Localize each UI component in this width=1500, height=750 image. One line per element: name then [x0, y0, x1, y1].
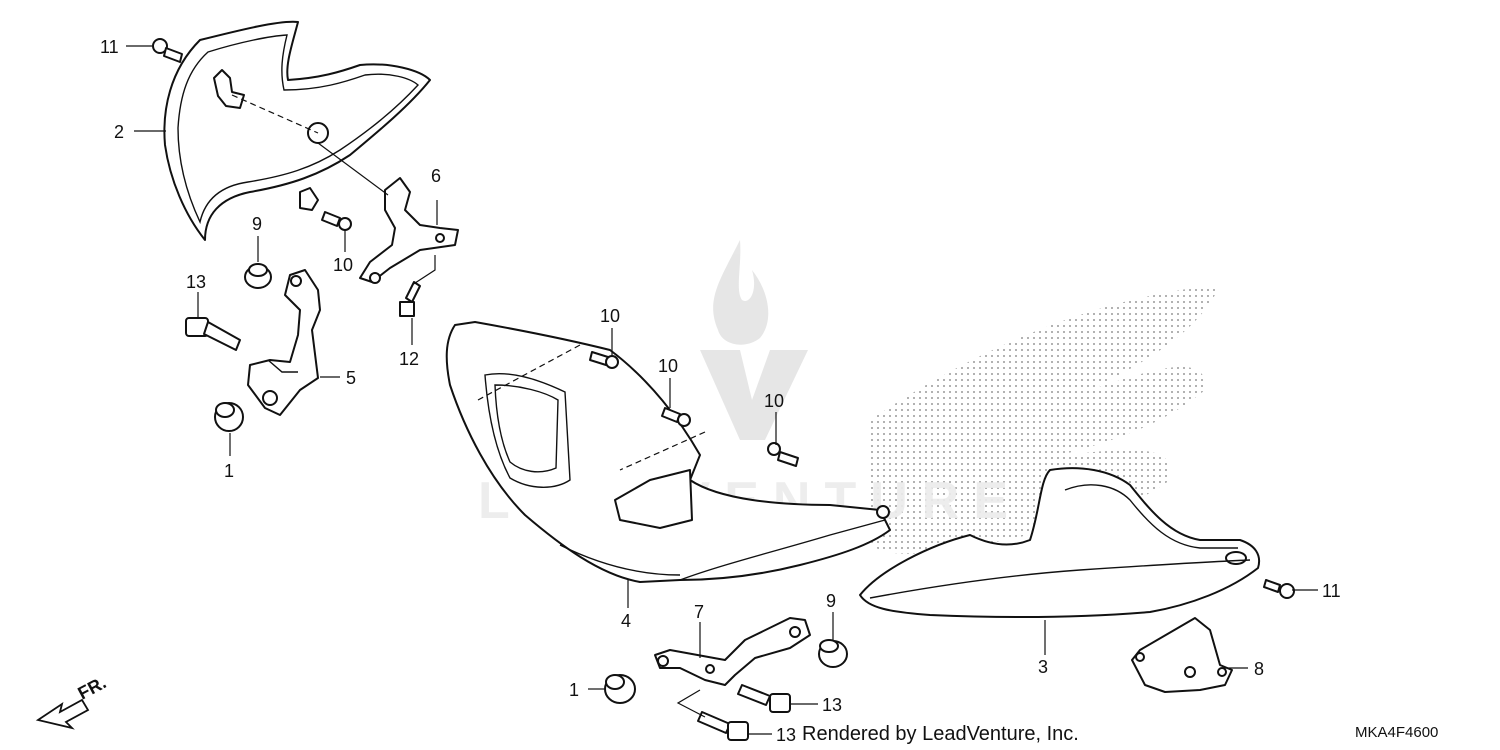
callout-11-top: 11	[100, 37, 119, 57]
callout-13-bottom: 13	[776, 725, 796, 745]
part-9-grommet-b[interactable]	[818, 639, 848, 668]
front-indicator-label: FR.	[74, 672, 109, 703]
part-1-grommet-a[interactable]	[214, 402, 244, 432]
callout-13-top: 13	[186, 272, 206, 292]
callout-10-a: 10	[333, 255, 353, 275]
part-10-screw-d[interactable]	[767, 442, 799, 467]
callout-10-b: 10	[600, 306, 620, 326]
part-10-screw-b[interactable]	[589, 351, 619, 369]
part-12-bolt[interactable]	[399, 281, 421, 317]
front-arrow-icon: FR.	[35, 672, 109, 730]
callout-12: 12	[399, 349, 419, 369]
part-2-inner-cowl[interactable]	[163, 20, 431, 241]
diagram-code: MKA4F4600	[1355, 724, 1438, 741]
callout-9-top: 9	[252, 214, 262, 234]
part-13-bolt-b[interactable]	[737, 684, 791, 713]
callout-1-top: 1	[224, 461, 234, 481]
part-11-screw-b[interactable]	[1263, 579, 1295, 599]
render-credit: Rendered by LeadVenture, Inc.	[802, 723, 1079, 745]
part-10-screw-a[interactable]	[321, 211, 352, 231]
callout-7: 7	[694, 602, 704, 622]
callout-10-c: 10	[658, 356, 678, 376]
part-7-stay[interactable]	[654, 617, 811, 686]
callout-6: 6	[431, 166, 441, 186]
part-5-bracket[interactable]	[247, 269, 321, 416]
callout-2: 2	[114, 122, 124, 142]
leader-lines	[126, 45, 1318, 735]
callout-5: 5	[346, 368, 356, 388]
part-4-under-cowl-left[interactable]	[445, 321, 891, 583]
part-8-bracket[interactable]	[1131, 617, 1233, 693]
callout-10-d: 10	[764, 391, 784, 411]
part-6-stay[interactable]	[359, 177, 459, 284]
callout-1-bottom: 1	[569, 680, 579, 700]
part-10-screw-c[interactable]	[661, 407, 691, 427]
callout-9-bottom: 9	[826, 591, 836, 611]
callout-13-mid: 13	[822, 695, 842, 715]
callout-4: 4	[621, 611, 631, 631]
part-13-bolt-c[interactable]	[697, 711, 749, 741]
callout-labels: 11 2 9 13 6 10 5 1 12 10 10 10 4 9 7 11 …	[100, 37, 1341, 745]
callout-8: 8	[1254, 659, 1264, 679]
part-9-grommet-a[interactable]	[244, 263, 272, 289]
part-11-screw-a[interactable]	[152, 38, 183, 63]
callout-11-right: 11	[1322, 581, 1341, 601]
part-1-grommet-b[interactable]	[604, 674, 636, 704]
part-3-under-cowl-right[interactable]	[859, 467, 1260, 618]
part-13-bolt-a[interactable]	[185, 317, 241, 351]
callout-3: 3	[1038, 657, 1048, 677]
